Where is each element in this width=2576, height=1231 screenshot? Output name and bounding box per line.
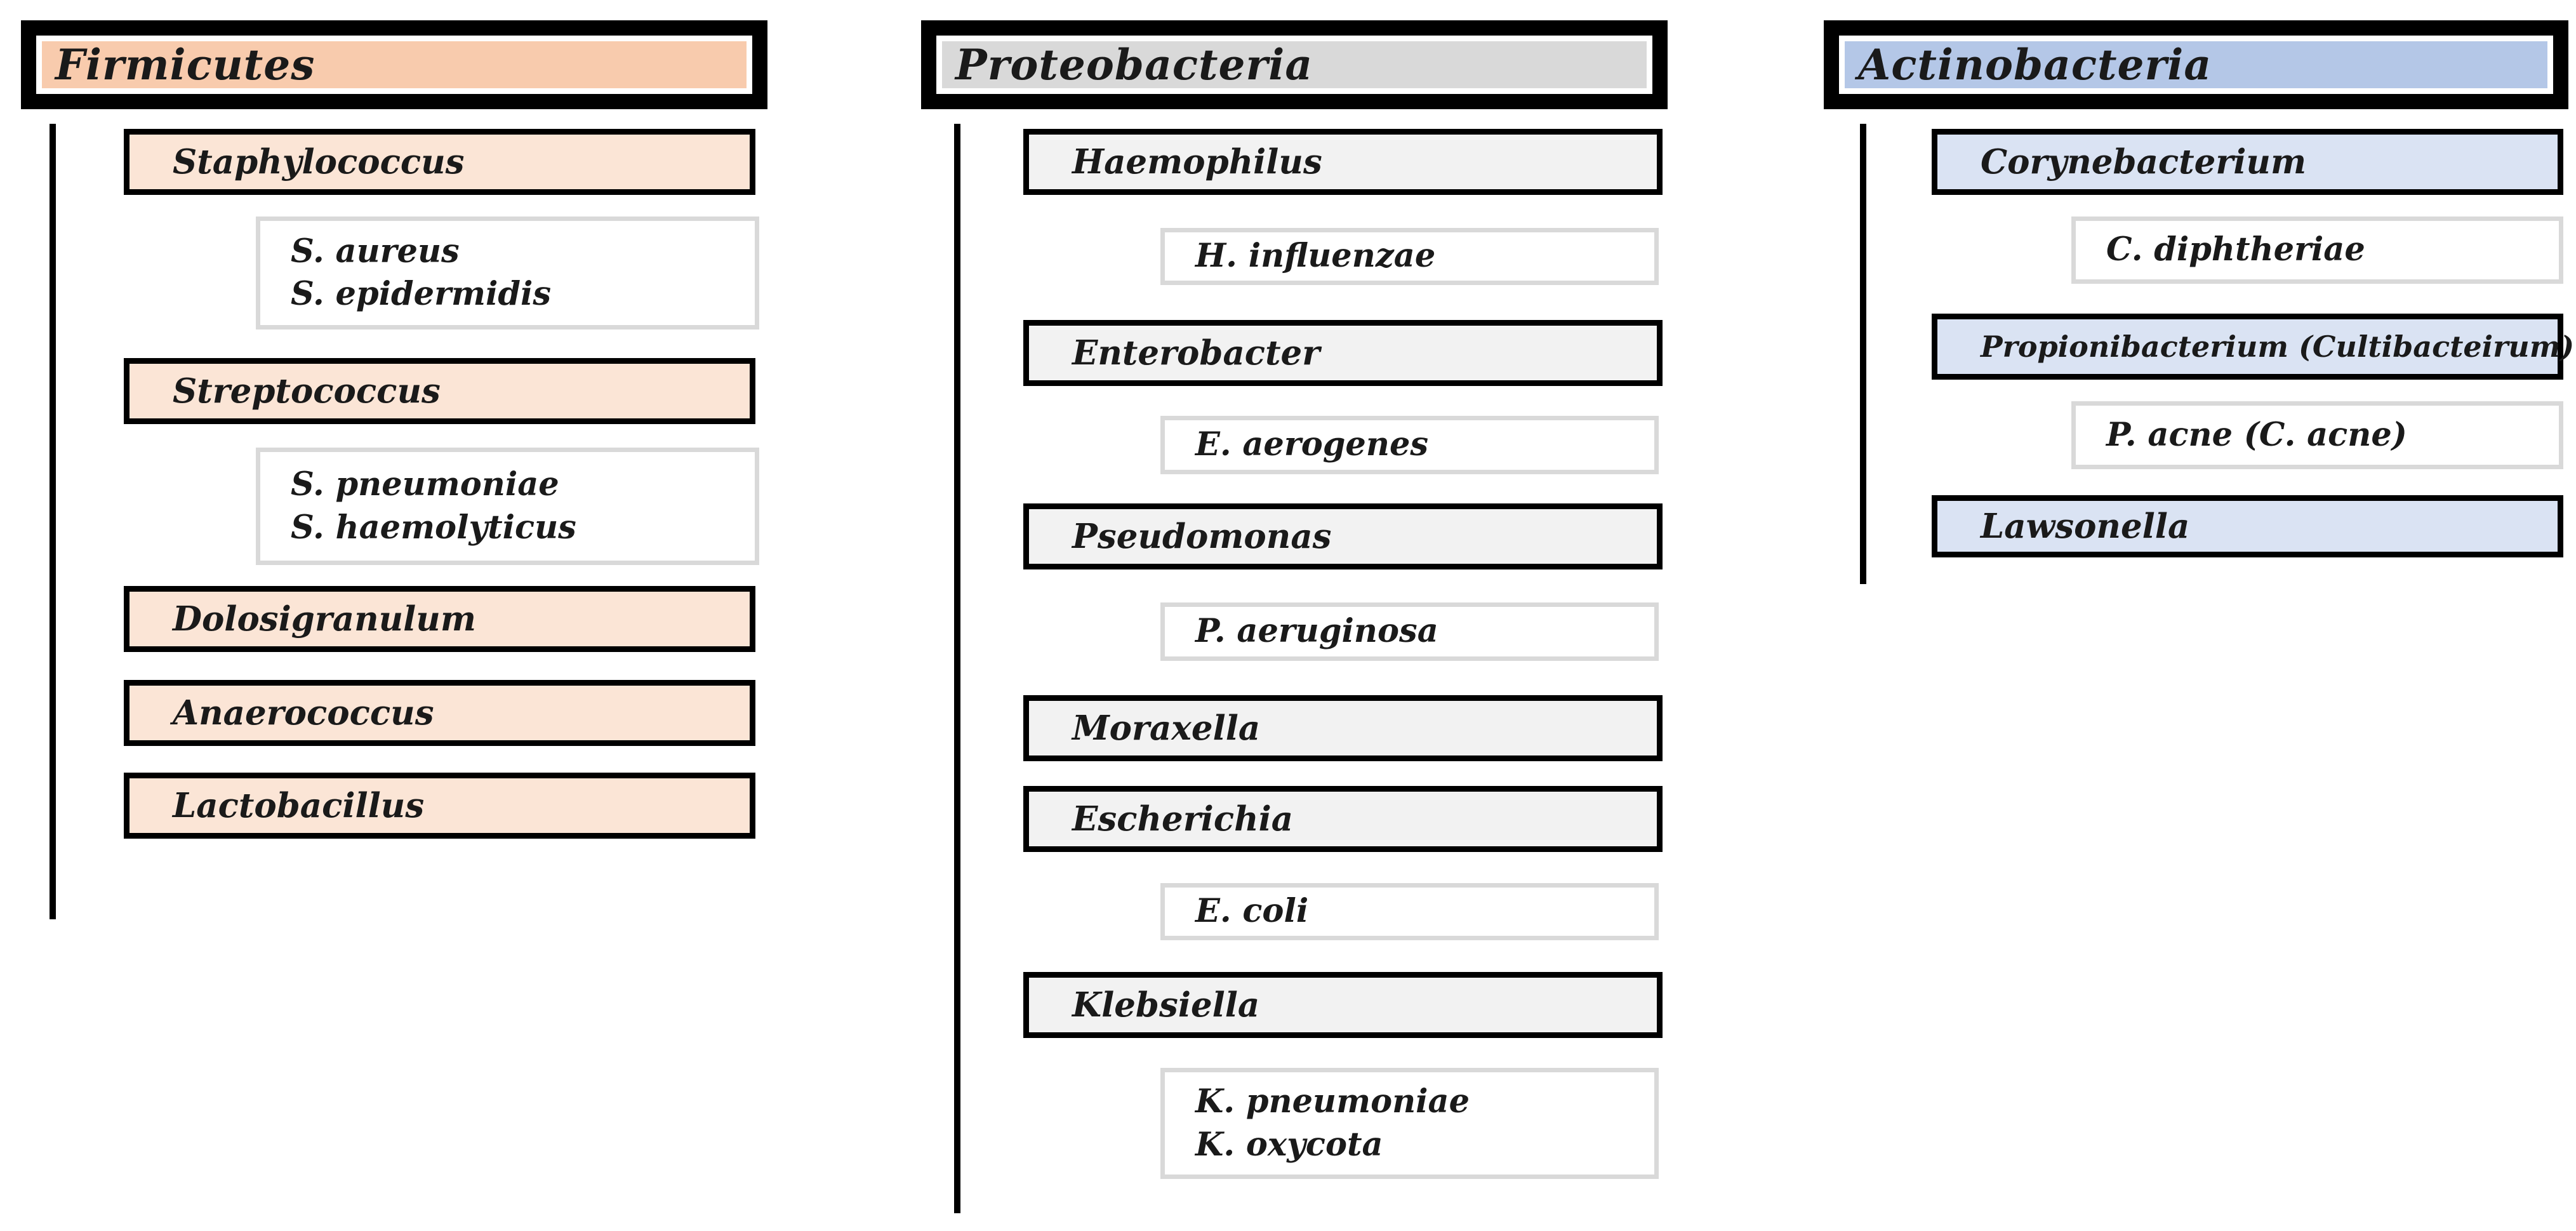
genus-box-propionibacterium: Propionibacterium (Cultibacteirum) (1932, 314, 2574, 380)
species-line: K. oxycota (1195, 1125, 1383, 1164)
genus-box-pseudomonas: Pseudomonas (1023, 503, 1663, 569)
genus-box-corynebacterium: Corynebacterium (1932, 129, 2563, 195)
species-box-propionibacterium: P. acne (C. acne) (2071, 401, 2563, 469)
species-line: S. aureus (291, 232, 460, 270)
genus-box-streptococcus: Streptococcus (124, 358, 755, 424)
genus-label: Haemophilus (1072, 142, 1322, 182)
phylum-header-firmicutes: Firmicutes (21, 20, 767, 109)
genus-label: Moraxella (1072, 709, 1261, 748)
genus-label: Pseudomonas (1072, 517, 1332, 556)
genus-box-anaerococcus: Anaerococcus (124, 680, 755, 746)
species-line: S. epidermidis (291, 275, 552, 313)
genus-box-moraxella: Moraxella (1023, 695, 1663, 761)
species-line: E. aerogenes (1195, 425, 1429, 464)
species-line: K. pneumoniae (1195, 1082, 1470, 1121)
genus-label: Staphylococcus (173, 142, 465, 182)
species-line: E. coli (1195, 892, 1309, 931)
phylum-title: Actinobacteria (1858, 40, 2212, 90)
species-box-streptococcus: S. pneumoniae S. haemolyticus (256, 448, 759, 565)
genus-label: Klebsiella (1072, 985, 1260, 1025)
branch-line-firmicutes (50, 124, 56, 919)
species-box-staphylococcus: S. aureus S. epidermidis (256, 216, 759, 329)
species-box-corynebacterium: C. diphtheriae (2071, 216, 2563, 284)
phylum-header-proteobacteria: Proteobacteria (921, 20, 1668, 109)
species-box-escherichia: E. coli (1160, 883, 1659, 940)
genus-label: Lawsonella (1981, 507, 2190, 546)
genus-label: Enterobacter (1072, 333, 1320, 373)
species-line: P. aeruginosa (1195, 612, 1438, 651)
branch-line-actinobacteria (1860, 124, 1866, 584)
genus-box-klebsiella: Klebsiella (1023, 972, 1663, 1038)
genus-box-staphylococcus: Staphylococcus (124, 129, 755, 195)
genus-box-lawsonella: Lawsonella (1932, 495, 2563, 557)
species-box-enterobacter: E. aerogenes (1160, 416, 1659, 474)
genus-label: Anaerococcus (173, 693, 434, 733)
species-box-klebsiella: K. pneumoniae K. oxycota (1160, 1068, 1659, 1179)
phylum-title: Firmicutes (55, 40, 315, 90)
genus-label: Lactobacillus (173, 786, 425, 825)
species-line: H. influenzae (1195, 237, 1436, 276)
phylum-title: Proteobacteria (955, 40, 1313, 90)
genus-label: Escherichia (1072, 799, 1294, 839)
species-line: S. pneumoniae (291, 465, 559, 504)
species-box-pseudomonas: P. aeruginosa (1160, 602, 1659, 661)
branch-line-proteobacteria (954, 124, 960, 1213)
genus-box-enterobacter: Enterobacter (1023, 320, 1663, 386)
species-line: P. acne (C. acne) (2106, 415, 2407, 454)
species-line: C. diphtheriae (2106, 230, 2365, 269)
genus-box-haemophilus: Haemophilus (1023, 129, 1663, 195)
genus-box-escherichia: Escherichia (1023, 786, 1663, 852)
genus-label: Corynebacterium (1981, 142, 2307, 182)
species-box-haemophilus: H. influenzae (1160, 228, 1659, 285)
genus-label: Propionibacterium (Cultibacteirum) (1981, 329, 2575, 364)
species-line: S. haemolyticus (291, 508, 576, 547)
genus-label: Dolosigranulum (173, 599, 476, 639)
genus-label: Streptococcus (173, 371, 441, 411)
genus-box-dolosigranulum: Dolosigranulum (124, 586, 755, 652)
phylum-header-actinobacteria: Actinobacteria (1824, 20, 2568, 109)
genus-box-lactobacillus: Lactobacillus (124, 773, 755, 839)
